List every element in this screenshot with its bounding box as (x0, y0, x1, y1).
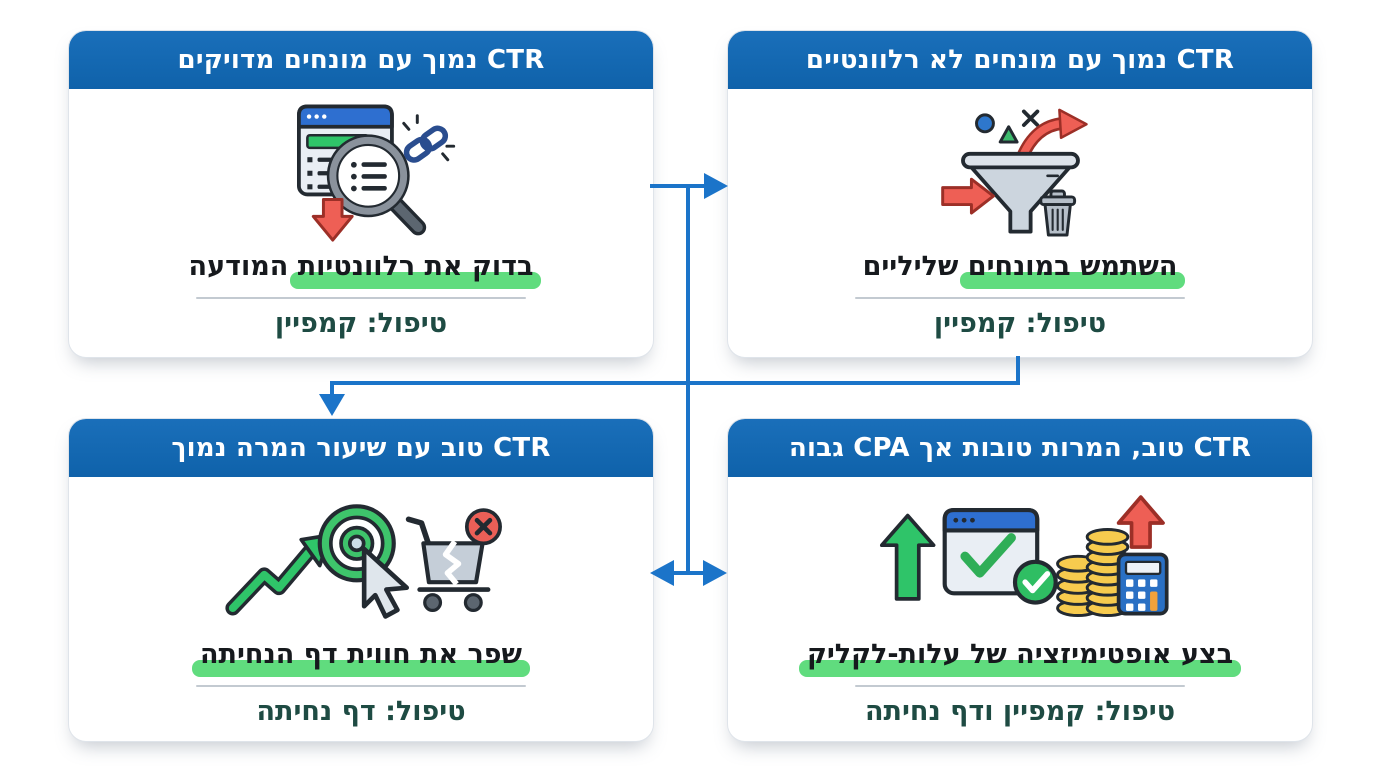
cpc-optimization-icon (867, 485, 1172, 635)
arrowhead-down-icon (319, 394, 345, 416)
highlighted-action-text: שפר את חווית דף הנחיתה (199, 639, 523, 670)
treatment-text: טיפול: קמפיין (274, 308, 448, 339)
action-text: שפר את חווית דף הנחיתה (200, 639, 522, 670)
negative-keywords-funnel-icon (919, 97, 1122, 247)
arrowhead-right2-icon (703, 560, 727, 586)
card-title: CTR טוב עם שיעור המרה נמוך (69, 419, 653, 477)
elbow-card2-to-card3-line (330, 356, 1020, 395)
card-title: CTR טוב, המרות טובות אך CPA גבוה (728, 419, 1312, 477)
treatment-text: טיפול: דף נחיתה (256, 696, 466, 727)
action-text-rest: המודעה (188, 251, 289, 282)
card-title: CTR נמוך עם מונחים מדויקים (69, 31, 653, 89)
divider (196, 297, 526, 299)
card-body: בצע אופטימיזציה של עלות-לקליק טיפול: קמפ… (728, 477, 1312, 741)
treatment-text: טיפול: קמפיין (933, 308, 1107, 339)
card-low-ctr-exact-terms: CTR נמוך עם מונחים מדויקים (68, 30, 654, 358)
landing-page-experience-icon (218, 485, 505, 635)
card-body: בדוק את רלוונטיות המודעה טיפול: קמפיין (69, 89, 653, 357)
card-good-ctr-high-cpa: CTR טוב, המרות טובות אך CPA גבוה (727, 418, 1313, 742)
treatment-text: טיפול: קמפיין ודף נחיתה (864, 696, 1176, 727)
action-text: השתמש במונחים שליליים (863, 251, 1178, 282)
card-body: השתמש במונחים שליליים טיפול: קמפיין (728, 89, 1312, 357)
divider (855, 685, 1185, 687)
highlighted-action-text: בדוק את רלוונטיות (297, 251, 534, 282)
ad-relevance-search-icon (260, 97, 463, 247)
card-title: CTR נמוך עם מונחים לא רלוונטיים (728, 31, 1312, 89)
card-low-ctr-irrelevant-terms: CTR נמוך עם מונחים לא רלוונטיים (727, 30, 1313, 358)
divider (196, 685, 526, 687)
action-text: בדוק את רלוונטיות המודעה (189, 251, 534, 282)
action-text: בצע אופטימיזציה של עלות-לקליק (807, 639, 1233, 670)
card-body: שפר את חווית דף הנחיתה טיפול: דף נחיתה (69, 477, 653, 741)
highlighted-action-text: השתמש במונחים (967, 251, 1178, 282)
divider (855, 297, 1185, 299)
highlighted-action-text: בצע אופטימיזציה של עלות-לקליק (806, 639, 1234, 670)
action-text-rest: שליליים (862, 251, 959, 282)
arrowhead-right-icon (704, 173, 728, 199)
card-good-ctr-low-conversion: CTR טוב עם שיעור המרה נמוך (68, 418, 654, 742)
